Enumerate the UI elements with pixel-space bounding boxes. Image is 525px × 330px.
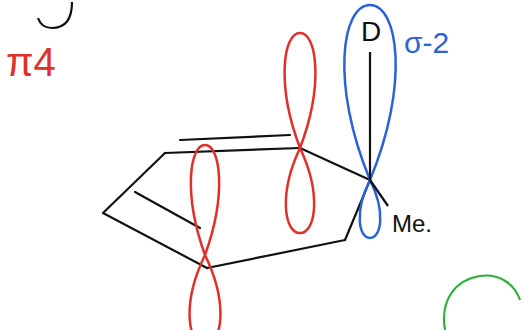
p-orbital: [190, 255, 221, 330]
stray-stroke: [38, 2, 72, 28]
orbital-count: π4: [6, 42, 56, 82]
bond-line: [103, 213, 207, 268]
bond-line: [207, 240, 345, 268]
bond-line: [165, 148, 300, 153]
atom-label: D: [361, 18, 381, 46]
orbital-count: σ-2: [404, 28, 449, 58]
p-orbital: [285, 33, 316, 148]
bond-line: [369, 52, 371, 180]
p-orbital: [286, 148, 314, 233]
group-label: Me.: [392, 212, 432, 236]
green-arc: [444, 276, 520, 330]
bond-line: [370, 180, 388, 206]
p-orbital: [191, 145, 219, 255]
bond-line: [180, 135, 290, 140]
sigma-orbital: [344, 5, 395, 180]
